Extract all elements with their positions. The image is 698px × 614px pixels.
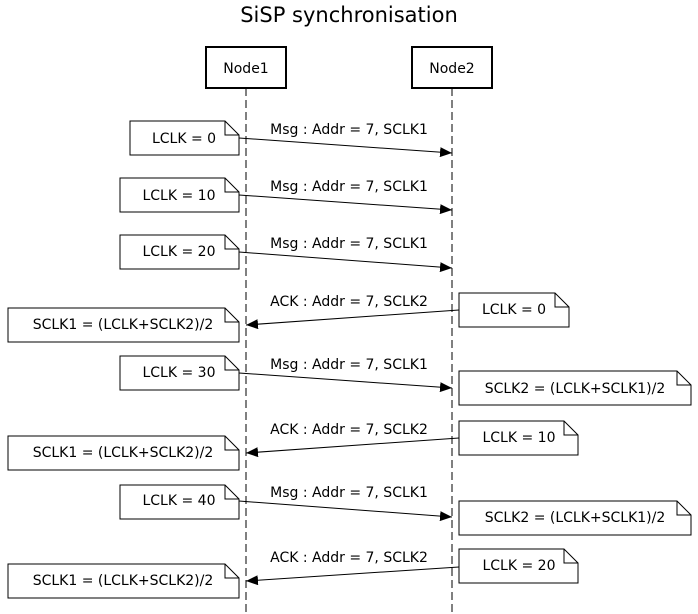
participant-box bbox=[411, 46, 493, 89]
message-label: ACK : Addr = 7, SCLK2 bbox=[270, 550, 428, 566]
note-text: SCLK1 = (LCLK+SCLK2)/2 bbox=[33, 573, 214, 589]
message-arrow bbox=[238, 137, 453, 158]
note-sclk2-formula: SCLK2 = (LCLK+SCLK1)/2 bbox=[458, 500, 692, 536]
message-arrow bbox=[245, 437, 460, 458]
note-sclk1-formula: SCLK1 = (LCLK+SCLK2)/2 bbox=[7, 307, 240, 343]
message-arrow bbox=[245, 566, 460, 586]
message-5: Msg : Addr = 7, SCLK1 bbox=[238, 357, 453, 393]
note-text: LCLK = 40 bbox=[142, 493, 215, 509]
note-lclk-node1: LCLK = 10 bbox=[119, 177, 240, 213]
participant-node1: Node1 bbox=[205, 46, 287, 89]
message-label: Msg : Addr = 7, SCLK1 bbox=[270, 179, 428, 195]
note-lclk-node2: LCLK = 10 bbox=[458, 420, 579, 456]
participant-label: Node2 bbox=[429, 61, 474, 77]
message-arrow bbox=[245, 309, 460, 330]
message-4: ACK : Addr = 7, SCLK2 bbox=[245, 294, 460, 330]
message-label: Msg : Addr = 7, SCLK1 bbox=[270, 236, 428, 252]
note-lclk-node2: LCLK = 0 bbox=[458, 292, 570, 328]
message-label: Msg : Addr = 7, SCLK1 bbox=[270, 485, 428, 501]
message-label: Msg : Addr = 7, SCLK1 bbox=[270, 357, 428, 373]
message-label: ACK : Addr = 7, SCLK2 bbox=[270, 422, 428, 438]
note-text: LCLK = 0 bbox=[152, 131, 216, 147]
note-sclk1-formula: SCLK1 = (LCLK+SCLK2)/2 bbox=[7, 435, 240, 471]
message-label: ACK : Addr = 7, SCLK2 bbox=[270, 294, 428, 310]
note-text: LCLK = 20 bbox=[482, 558, 555, 574]
participant-node2: Node2 bbox=[411, 46, 493, 89]
message-7: Msg : Addr = 7, SCLK1 bbox=[238, 485, 453, 522]
note-lclk-node1: LCLK = 20 bbox=[119, 234, 240, 270]
note-text: LCLK = 20 bbox=[142, 244, 215, 260]
message-6: ACK : Addr = 7, SCLK2 bbox=[245, 422, 460, 458]
note-lclk-node1: LCLK = 0 bbox=[129, 120, 240, 156]
note-text: LCLK = 30 bbox=[142, 365, 215, 381]
message-3: Msg : Addr = 7, SCLK1 bbox=[238, 236, 453, 273]
participant-label: Node1 bbox=[223, 61, 268, 77]
message-arrow bbox=[238, 251, 453, 273]
message-arrow bbox=[238, 194, 453, 215]
participant-box bbox=[205, 46, 287, 89]
note-sclk1-formula: SCLK1 = (LCLK+SCLK2)/2 bbox=[7, 563, 240, 599]
message-8: ACK : Addr = 7, SCLK2 bbox=[245, 550, 460, 586]
note-text: SCLK1 = (LCLK+SCLK2)/2 bbox=[33, 445, 214, 461]
diagram-title: SiSP synchronisation bbox=[240, 3, 458, 27]
note-lclk-node2: LCLK = 20 bbox=[458, 548, 579, 584]
note-text: SCLK2 = (LCLK+SCLK1)/2 bbox=[485, 381, 666, 397]
message-label: Msg : Addr = 7, SCLK1 bbox=[270, 122, 428, 138]
message-1: Msg : Addr = 7, SCLK1 bbox=[238, 122, 453, 158]
note-lclk-node1: LCLK = 30 bbox=[119, 355, 240, 391]
message-2: Msg : Addr = 7, SCLK1 bbox=[238, 179, 453, 215]
note-sclk2-formula: SCLK2 = (LCLK+SCLK1)/2 bbox=[458, 370, 692, 406]
message-arrow bbox=[238, 500, 453, 522]
note-text: LCLK = 0 bbox=[482, 302, 546, 318]
message-arrow bbox=[238, 372, 453, 393]
note-lclk-node1: LCLK = 40 bbox=[119, 484, 240, 520]
note-text: SCLK2 = (LCLK+SCLK1)/2 bbox=[485, 510, 666, 526]
note-text: SCLK1 = (LCLK+SCLK2)/2 bbox=[33, 317, 214, 333]
note-text: LCLK = 10 bbox=[142, 188, 215, 204]
note-text: LCLK = 10 bbox=[482, 430, 555, 446]
